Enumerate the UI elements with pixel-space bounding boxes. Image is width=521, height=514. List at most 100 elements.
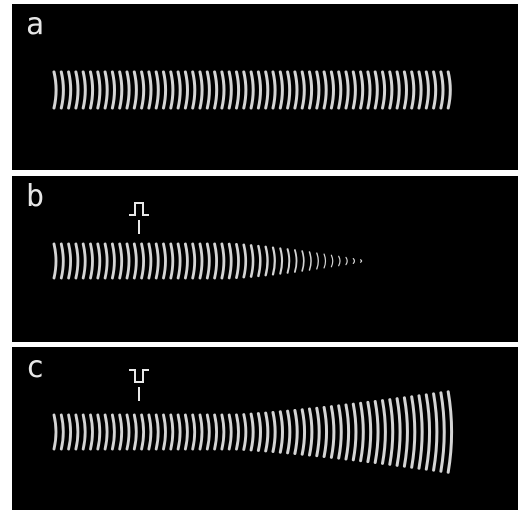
fringe-a-46 [388, 70, 394, 110]
fringe-b-2 [67, 242, 73, 280]
fringe-b-1 [59, 242, 65, 280]
fringe-c-42 [359, 401, 365, 463]
fringe-c-40 [344, 403, 351, 461]
fringe-c-12 [140, 413, 146, 451]
fringe-a-49 [410, 70, 416, 110]
fringe-c-16 [169, 413, 175, 451]
fringe-c-38 [329, 405, 336, 459]
fringe-c-18 [183, 413, 189, 451]
fringe-b-38 [330, 254, 334, 268]
fringe-b-9 [118, 242, 124, 280]
fringe-c-33 [293, 409, 299, 455]
fringe-c-46 [388, 398, 395, 466]
panel-a: a [12, 4, 518, 170]
fringe-a-36 [315, 70, 321, 110]
fringe-c-36 [315, 406, 321, 458]
fringe-c-23 [220, 413, 226, 451]
fringe-c-7 [103, 413, 109, 451]
panel-label-a: a [26, 7, 45, 42]
fringe-c-22 [213, 413, 219, 451]
fringe-a-47 [395, 70, 401, 110]
fringe-a-2 [67, 70, 73, 110]
fringe-pattern-b [52, 202, 363, 280]
fringe-a-23 [220, 70, 226, 110]
fringe-a-9 [118, 70, 124, 110]
fringe-a-39 [337, 70, 343, 110]
fringe-b-14 [154, 242, 160, 280]
fringe-a-52 [432, 70, 438, 110]
fringe-a-29 [264, 70, 270, 110]
fringe-a-4 [81, 70, 87, 110]
fringe-c-6 [96, 413, 102, 451]
fringe-c-26 [242, 413, 248, 451]
fringe-a-0 [52, 70, 58, 110]
fringe-b-27 [249, 244, 255, 278]
fringe-b-15 [162, 242, 167, 280]
fringe-a-42 [359, 70, 365, 110]
fringe-c-43 [366, 400, 373, 464]
fringe-a-17 [176, 70, 182, 110]
fringe-c-27 [249, 412, 255, 452]
fringe-b-36 [316, 252, 319, 270]
fringe-a-50 [417, 70, 423, 110]
fringe-c-39 [337, 404, 343, 460]
fringe-a-19 [191, 70, 197, 110]
fringe-b-13 [147, 242, 153, 280]
fringe-b-31 [279, 247, 284, 275]
fringe-a-43 [366, 70, 372, 110]
fringe-c-17 [176, 413, 182, 451]
fringe-c-32 [286, 409, 292, 455]
fringe-b-41 [352, 258, 356, 264]
panel-b: b [12, 176, 518, 342]
fringe-c-25 [235, 413, 240, 451]
fringe-b-6 [96, 242, 102, 280]
panel-label-c: c [26, 350, 45, 385]
fringe-a-51 [424, 70, 430, 110]
fringe-c-45 [381, 399, 387, 465]
fringe-a-11 [132, 70, 138, 110]
fringe-b-19 [191, 242, 197, 280]
fringe-b-11 [132, 242, 138, 280]
fringe-c-28 [256, 412, 262, 452]
fringe-c-11 [132, 413, 138, 451]
fringe-c-5 [89, 413, 94, 451]
fringe-c-0 [52, 413, 58, 451]
step-down-pulse-marker [129, 369, 149, 401]
fringe-c-51 [424, 393, 432, 471]
fringe-b-34 [301, 250, 305, 272]
fringe-c-10 [125, 413, 131, 451]
fringe-pattern-c [52, 369, 454, 474]
fringe-b-30 [271, 246, 276, 276]
fringe-c-31 [278, 410, 284, 454]
fringe-c-4 [81, 413, 87, 451]
fringe-a-12 [140, 70, 146, 110]
fringe-c-49 [410, 395, 417, 469]
fringe-b-28 [257, 244, 262, 278]
fringe-a-54 [446, 70, 452, 110]
fringe-b-40 [345, 256, 348, 266]
fringe-c-20 [198, 413, 204, 451]
fringe-c-21 [205, 413, 211, 451]
fringe-b-37 [323, 253, 327, 269]
fringe-a-48 [402, 70, 408, 110]
fringe-a-45 [381, 70, 387, 110]
fringe-c-29 [264, 411, 270, 453]
fringe-a-10 [125, 70, 131, 110]
fringe-c-2 [67, 413, 73, 451]
fringe-b-23 [220, 242, 226, 280]
fringe-a-32 [286, 70, 292, 110]
fringe-b-25 [235, 243, 240, 279]
fringe-a-14 [154, 70, 160, 110]
fringe-a-26 [242, 70, 248, 110]
fringe-a-44 [373, 70, 379, 110]
fringe-b-39 [338, 255, 341, 267]
fringe-b-22 [213, 242, 219, 280]
fringe-a-27 [249, 70, 255, 110]
fringe-b-29 [264, 245, 269, 277]
fringe-c-19 [191, 413, 197, 451]
fringe-c-37 [322, 406, 329, 458]
fringe-a-30 [271, 70, 277, 110]
fringe-c-34 [300, 408, 307, 456]
fringe-a-8 [110, 70, 116, 110]
fringe-b-12 [140, 242, 146, 280]
